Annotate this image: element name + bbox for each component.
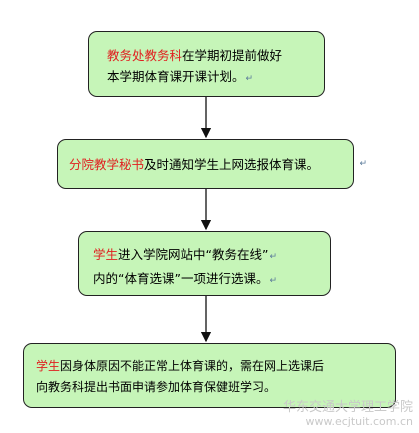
flow-step-1: 教务处教务科在学期初提前做好 本学期体育课开课计划。↵: [88, 31, 325, 97]
watermark: 华东交通大学理工学院 www.ecjtuit.com.cn: [283, 401, 413, 429]
step-2-highlight: 分院教学秘书: [69, 157, 145, 172]
step-4-highlight: 学生: [36, 359, 61, 373]
step-4-text-1: 因身体原因不能正常上体育课的，需在网上选课后: [60, 359, 325, 373]
flow-step-3: 学生进入学院网站中“教务在线”↵ 内的“体育选课”一项进行选课。↵: [78, 231, 331, 296]
watermark-url: www.ecjtuit.com.cn: [305, 415, 413, 428]
step-3-text-2: 内的“体育选课”一项进行选课。: [93, 271, 269, 286]
step-3-line-1: 学生进入学院网站中“教务在线”↵: [93, 244, 330, 268]
step-2-text-1: 及时通知学生上网选报体育课。: [144, 157, 320, 172]
paragraph-mark-icon: ↵: [245, 74, 254, 84]
step-1-text-1: 在学期初提前做好: [182, 48, 283, 63]
step-1-text-2: 本学期体育课开课计划。: [107, 69, 245, 84]
step-1-highlight: 教务处教务科: [107, 48, 183, 63]
step-4-line-1: 学生因身体原因不能正常上体育课的，需在网上选课后: [36, 356, 395, 377]
flow-step-2: 分院教学秘书及时通知学生上网选报体育课。 ↵: [57, 139, 367, 189]
step-3-highlight: 学生: [93, 247, 119, 262]
step-4-text-2: 向教务科提出书面申请参加体育保健班学习。: [36, 380, 277, 394]
step-3-text-1: 进入学院网站中“教务在线”: [118, 247, 269, 262]
flow-step-4: 学生因身体原因不能正常上体育课的，需在网上选课后 向教务科提出书面申请参加体育保…: [23, 343, 396, 408]
step-4-line-2: 向教务科提出书面申请参加体育保健班学习。: [36, 377, 395, 398]
step-1-line-1: 教务处教务科在学期初提前做好: [107, 45, 324, 66]
watermark-name: 华东交通大学理工学院: [282, 400, 413, 415]
paragraph-mark-icon: ↵: [269, 252, 278, 262]
paragraph-mark-icon: ↵: [359, 159, 367, 169]
step-2-line-1: 分院教学秘书及时通知学生上网选报体育课。: [69, 154, 353, 175]
step-3-line-2: 内的“体育选课”一项进行选课。↵: [93, 268, 330, 292]
step-1-line-2: 本学期体育课开课计划。↵: [107, 66, 324, 90]
paragraph-mark-icon: ↵: [269, 276, 277, 286]
